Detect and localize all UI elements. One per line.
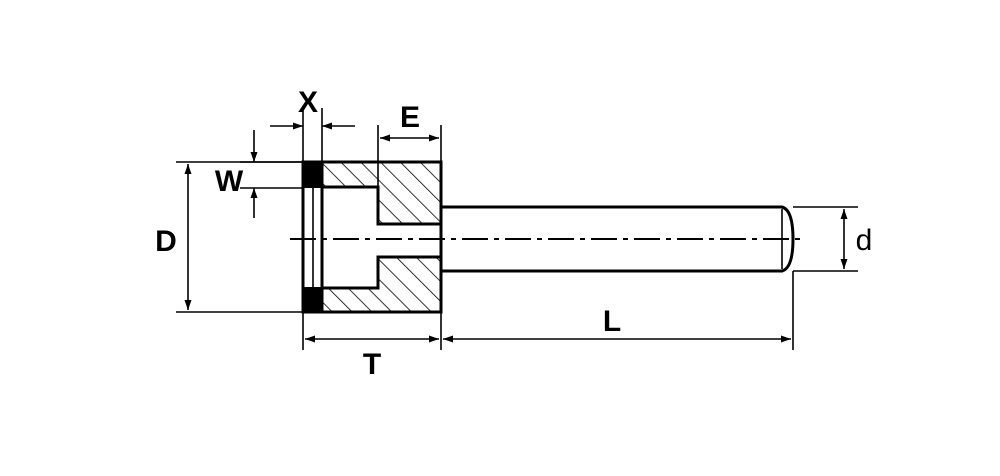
head-recess-outline — [322, 185, 441, 290]
dimension-w: W — [215, 130, 303, 218]
dimension-d-upper: D — [155, 161, 303, 313]
dimension-t: T — [302, 312, 439, 381]
head-outline — [301, 160, 443, 314]
wheel-head — [301, 160, 443, 314]
dimension-l: L — [440, 271, 794, 350]
label-e: E — [400, 101, 420, 134]
dimension-x: X — [270, 86, 355, 162]
abrasive-layer-top — [303, 162, 322, 188]
abrasive-layer-bottom — [303, 287, 322, 312]
label-d-upper: D — [155, 225, 177, 258]
dimension-e: E — [377, 101, 442, 187]
head-hatched-section — [322, 162, 441, 312]
label-x: X — [298, 86, 318, 119]
label-t: T — [363, 348, 381, 381]
label-d-lower: d — [856, 224, 873, 257]
label-l: L — [603, 305, 621, 338]
label-w: W — [215, 165, 244, 198]
dimension-d-lower: d — [793, 206, 873, 272]
shank-outline — [441, 205, 795, 273]
